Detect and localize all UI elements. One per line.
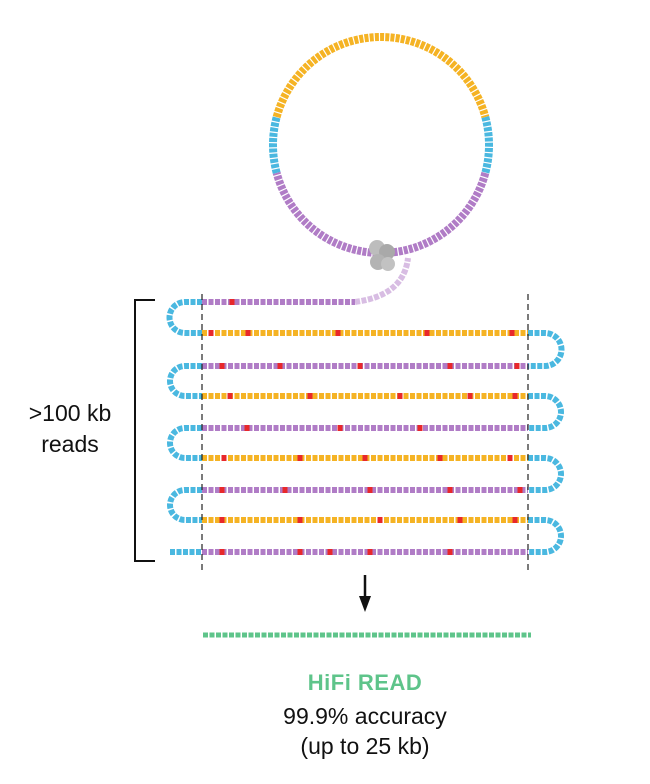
accuracy-text: 99.9% accuracy [283,703,447,729]
error-mark [437,455,443,461]
error-mark [447,363,453,369]
error-mark [219,487,225,493]
read-length-value: >100 kb [28,400,112,426]
adapter-hairpin-right [528,455,564,493]
error-mark [297,517,303,523]
arrow-down-icon [359,575,371,612]
error-mark [417,425,423,431]
adapter-hairpin-right [528,393,564,431]
error-mark [219,517,225,523]
read-length-bracket [134,299,155,562]
error-mark [367,549,373,555]
adapter-hairpin-left [167,487,202,523]
error-mark [367,487,373,493]
hifi-read-title: HiFi READ [307,670,423,695]
error-mark [307,393,313,399]
error-mark [447,549,453,555]
polymerase-icon [369,240,395,271]
error-mark [512,393,518,399]
error-mark [337,425,343,431]
error-mark [229,299,235,305]
error-mark [277,363,283,369]
error-mark [357,363,363,369]
error-mark [282,487,288,493]
error-mark [377,517,383,523]
error-mark [467,393,473,399]
hifi-read-stats: 99.9% accuracy (up to 25 kb) [200,701,530,761]
error-mark [397,393,403,399]
read-length-unit: reads [41,431,99,457]
error-mark [208,330,214,336]
error-mark [447,487,453,493]
error-mark [424,330,430,336]
error-mark [297,549,303,555]
read-length-label: >100 kb reads [10,398,130,460]
error-mark [457,517,463,523]
error-mark [219,549,225,555]
error-mark [327,549,333,555]
error-mark [335,330,341,336]
error-mark [219,363,225,369]
circle-insert-orange [272,33,490,119]
error-mark [512,517,518,523]
error-mark [507,455,513,461]
pale-leading-strand [354,257,411,305]
circle-adapter-left [269,116,281,174]
error-marks [208,299,523,555]
error-mark [245,330,251,336]
error-mark [514,363,520,369]
adapter-hairpin-left [167,363,202,399]
error-mark [509,330,515,336]
error-mark [221,455,227,461]
error-mark [362,455,368,461]
error-mark [297,455,303,461]
error-mark [517,487,523,493]
adapter-hairpin-right [528,330,565,369]
circle-insert-purple [272,171,490,257]
subread-passes [166,257,565,555]
error-mark [227,393,233,399]
error-mark [244,425,250,431]
adapter-hairpin-right [528,517,564,555]
length-text: (up to 25 kb) [300,733,430,759]
adapter-hairpin-left [166,299,202,336]
adapter-hairpin-left [167,425,202,461]
circular-template [269,33,493,257]
circle-adapter-right [481,116,493,174]
